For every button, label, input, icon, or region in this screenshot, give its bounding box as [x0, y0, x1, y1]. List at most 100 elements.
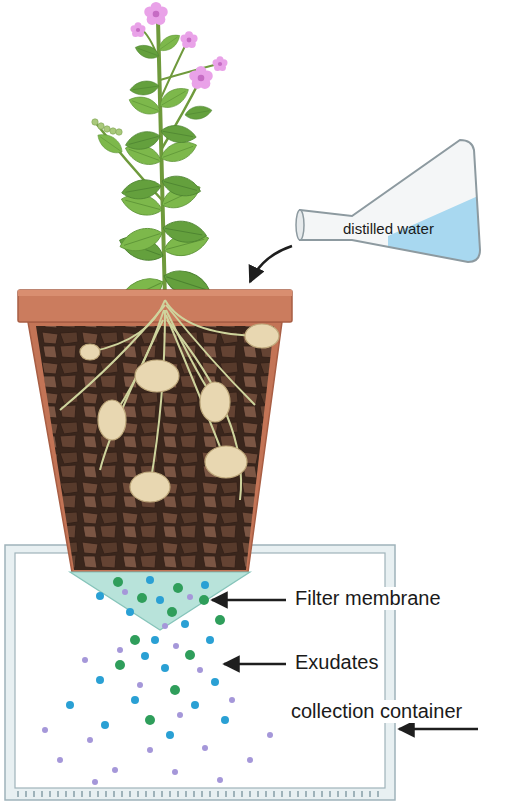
exudate-dot: [173, 583, 183, 593]
leaf: [160, 123, 198, 146]
exudates: [42, 576, 273, 785]
leaf: [117, 223, 165, 256]
exudate-dot: [185, 650, 195, 660]
exudate-dot: [82, 657, 88, 663]
exudate-dot: [161, 664, 169, 672]
leaf: [127, 93, 163, 118]
leaf: [156, 31, 183, 55]
exudate-dot: [162, 623, 168, 629]
exudate-dot: [101, 721, 109, 729]
exudate-dot: [117, 647, 123, 653]
leaf: [160, 172, 203, 200]
exudate-dot: [170, 685, 180, 695]
exudate-dot: [137, 593, 147, 603]
exudate-dot: [199, 595, 209, 605]
exudate-dot: [145, 715, 155, 725]
berry: [110, 128, 116, 134]
exudate-dot: [147, 747, 153, 753]
flask-body: [300, 140, 480, 262]
exudate-dot: [122, 589, 128, 595]
flask-label: distilled water: [343, 220, 434, 237]
exudate-dot: [187, 594, 193, 600]
exudate-dot: [112, 767, 118, 773]
exudate-dot: [113, 577, 123, 587]
exudate-dot: [146, 576, 154, 584]
exudate-dot: [141, 652, 149, 660]
leaf: [94, 130, 126, 158]
leaf: [184, 104, 213, 121]
root: [150, 310, 165, 485]
flower: [131, 22, 146, 37]
berry: [98, 123, 104, 129]
berry: [92, 119, 98, 125]
exudate-dot: [201, 581, 209, 589]
exudate-dot: [247, 757, 253, 763]
flower: [213, 56, 228, 71]
exudate-dot: [191, 701, 199, 709]
exudate-dot: [197, 667, 203, 673]
tuber: [205, 446, 247, 478]
berry: [116, 129, 122, 135]
exudate-dot: [96, 592, 104, 600]
exudate-dot: [131, 696, 139, 704]
part-label: Exudates: [292, 651, 381, 674]
container-wall: [5, 545, 395, 800]
exudate-dot: [156, 596, 164, 604]
exudate-dot: [115, 660, 125, 670]
exudate-dot: [57, 757, 63, 763]
berry: [104, 126, 110, 132]
exudate-dot: [167, 607, 177, 617]
tuber: [135, 360, 179, 392]
exudate-dot: [202, 745, 208, 751]
exudate-dot: [173, 643, 179, 649]
exudate-dot: [177, 712, 183, 718]
exudate-dot: [221, 716, 229, 724]
tuber: [130, 472, 170, 502]
part-label: collection container: [288, 700, 465, 723]
leaf: [156, 83, 192, 113]
root: [90, 300, 165, 352]
pot-rim-highlight: [18, 290, 292, 296]
leaf: [129, 79, 160, 97]
flower: [180, 31, 197, 48]
root: [100, 320, 163, 470]
leaf: [120, 177, 163, 202]
tuber: [245, 324, 279, 348]
exudate-dot: [92, 779, 98, 785]
leader-arrow: [212, 599, 286, 602]
roots: [60, 300, 262, 500]
leaf: [161, 218, 208, 246]
exudate-dot: [267, 732, 273, 738]
leaf: [133, 42, 161, 62]
exudate-dot: [166, 731, 174, 739]
tuber: [80, 344, 100, 360]
container-base-ticks: [17, 791, 385, 797]
exudate-dot: [130, 635, 140, 645]
leaf: [123, 128, 162, 153]
exudate-dot: [137, 682, 143, 688]
exudate-dot: [211, 678, 219, 686]
flask-mouth: [296, 210, 304, 240]
flower: [144, 2, 168, 25]
exudate-dot: [215, 615, 225, 625]
exudate-dot: [229, 697, 235, 703]
exudate-dot: [151, 636, 159, 644]
exudate-dot: [126, 608, 134, 616]
exudate-dot: [172, 769, 178, 775]
tuber: [200, 382, 230, 422]
tuber: [98, 400, 126, 440]
exudate-dot: [217, 777, 223, 783]
pour-arrow: [250, 246, 292, 282]
exudate-dot: [42, 727, 48, 733]
flower: [189, 66, 213, 89]
leader-arrow: [399, 728, 478, 731]
exudate-dot: [96, 676, 104, 684]
exudate-dot: [181, 620, 189, 628]
exudate-dot: [87, 737, 93, 743]
exudate-dot: [66, 701, 74, 709]
part-label: Filter membrane: [292, 587, 444, 610]
exudate-dot: [206, 636, 214, 644]
